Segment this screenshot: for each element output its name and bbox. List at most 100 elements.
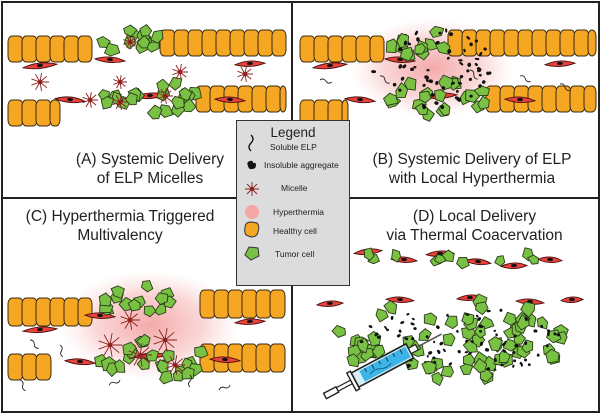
insoluble-aggregate — [457, 97, 462, 102]
insoluble-aggregate — [428, 351, 433, 355]
insoluble-aggregate — [442, 348, 446, 353]
healthy-cell — [531, 29, 548, 57]
soluble-elp — [29, 339, 39, 349]
tumor-cell — [488, 336, 503, 352]
endothelial-cell — [499, 262, 529, 269]
tumor-cell — [118, 296, 133, 312]
endothelial-cell — [233, 318, 267, 325]
insoluble-aggregate — [414, 30, 418, 36]
tumor-cell — [429, 25, 445, 38]
panel-c-title-line1: (C) Hyperthermia Triggered — [25, 208, 215, 225]
insoluble-aggregate — [536, 353, 540, 357]
cells-layer — [7, 24, 597, 387]
insoluble-aggregate — [469, 94, 473, 98]
insoluble-aggregate — [441, 86, 446, 90]
healthy-cell — [517, 29, 534, 57]
tumor-cell — [96, 36, 111, 48]
healthy-cell — [77, 297, 93, 327]
insoluble-aggregate — [440, 105, 445, 110]
tumor-cell — [421, 360, 437, 375]
insoluble-aggregate — [368, 325, 373, 329]
healthy-cell — [63, 297, 80, 327]
insoluble-aggregate — [406, 363, 412, 368]
tumor-cell — [141, 280, 154, 293]
insoluble-aggregate — [398, 64, 403, 69]
insoluble-aggregate — [475, 314, 479, 318]
endothelial-cell-nucleus — [107, 57, 114, 62]
endothelial-cell — [503, 96, 537, 103]
panel-c-title: (C) Hyperthermia Triggered Multivalency — [4, 207, 236, 245]
tumor-cell — [494, 255, 506, 267]
insoluble-aggregate — [413, 65, 417, 69]
soluble-elp — [519, 75, 531, 83]
insoluble-aggregate — [469, 42, 473, 47]
healthy-cell — [369, 35, 385, 63]
insoluble-aggregate — [386, 328, 390, 332]
tumor-cell — [363, 247, 375, 261]
insoluble-aggregate — [547, 329, 551, 333]
insoluble-aggregate — [474, 62, 478, 67]
insoluble-aggregate — [435, 80, 439, 86]
insoluble-aggregate — [512, 364, 515, 368]
healthy-cell — [265, 85, 282, 113]
insoluble-aggregate — [486, 71, 490, 76]
healthy-cell — [243, 29, 260, 57]
soluble-elp — [19, 379, 26, 392]
soluble-elp — [559, 83, 571, 91]
micelle-arms — [153, 328, 177, 352]
endothelial-cell-nucleus — [246, 319, 253, 324]
insoluble-aggregate — [495, 333, 498, 337]
tumor-cell — [431, 371, 444, 387]
healthy-cell — [215, 29, 232, 57]
insoluble-aggregate — [464, 351, 469, 354]
healthy-cell — [187, 29, 204, 57]
insoluble-aggregate — [502, 349, 507, 353]
endothelial-cell-nucleus — [475, 259, 482, 264]
insoluble-aggregate — [457, 349, 461, 354]
insoluble-aggregate — [402, 64, 407, 69]
insoluble-aggregate — [413, 327, 417, 331]
tumor-cell — [136, 35, 151, 49]
insoluble-aggregate — [520, 363, 523, 367]
endothelial-cell — [93, 56, 127, 64]
healthy-cell — [21, 99, 38, 127]
healthy-cell — [7, 35, 24, 63]
tumor-cell — [125, 92, 138, 106]
endothelial-cell-nucleus — [227, 97, 234, 102]
tumor-cell — [150, 29, 164, 44]
insoluble-aggregate — [376, 335, 381, 339]
legend-icons — [244, 134, 260, 261]
insoluble-aggregate — [479, 341, 484, 346]
tumor-cell — [399, 46, 414, 62]
tumor-cell — [104, 42, 121, 57]
insoluble-aggregate — [463, 48, 466, 53]
insoluble-aggregate — [411, 337, 415, 341]
insoluble-aggregate — [479, 325, 484, 329]
panel-d-title-line1: (D) Local Delivery — [412, 208, 537, 225]
insoluble-aggregate — [493, 368, 497, 371]
insoluble-aggregate — [435, 325, 440, 329]
healthy-cell — [327, 35, 344, 63]
endothelial-cell-nucleus — [146, 93, 153, 98]
insoluble-aggregate — [467, 62, 472, 68]
insoluble-aggregate — [430, 93, 435, 97]
insoluble-aggregate — [433, 360, 437, 364]
insoluble-aggregate — [435, 40, 440, 45]
tumor-cell — [391, 248, 402, 263]
tumor-cell — [383, 300, 398, 315]
insoluble-aggregate — [426, 79, 429, 83]
healthy-cell — [49, 35, 66, 63]
insoluble-aggregate — [428, 79, 433, 84]
tumor-cell — [395, 82, 409, 98]
tumor-cell — [440, 365, 454, 378]
healthy-cell — [269, 343, 286, 373]
endothelial-cell — [213, 96, 247, 103]
insoluble-aggregate — [478, 73, 482, 77]
insoluble-aggregate — [533, 329, 538, 333]
healthy-cell — [269, 289, 286, 319]
legend-heading: Legend — [270, 125, 316, 140]
healthy-cell — [257, 29, 274, 57]
healthy-cell — [21, 35, 38, 63]
tumor-cell — [477, 95, 490, 110]
healthy-cell — [21, 297, 38, 327]
